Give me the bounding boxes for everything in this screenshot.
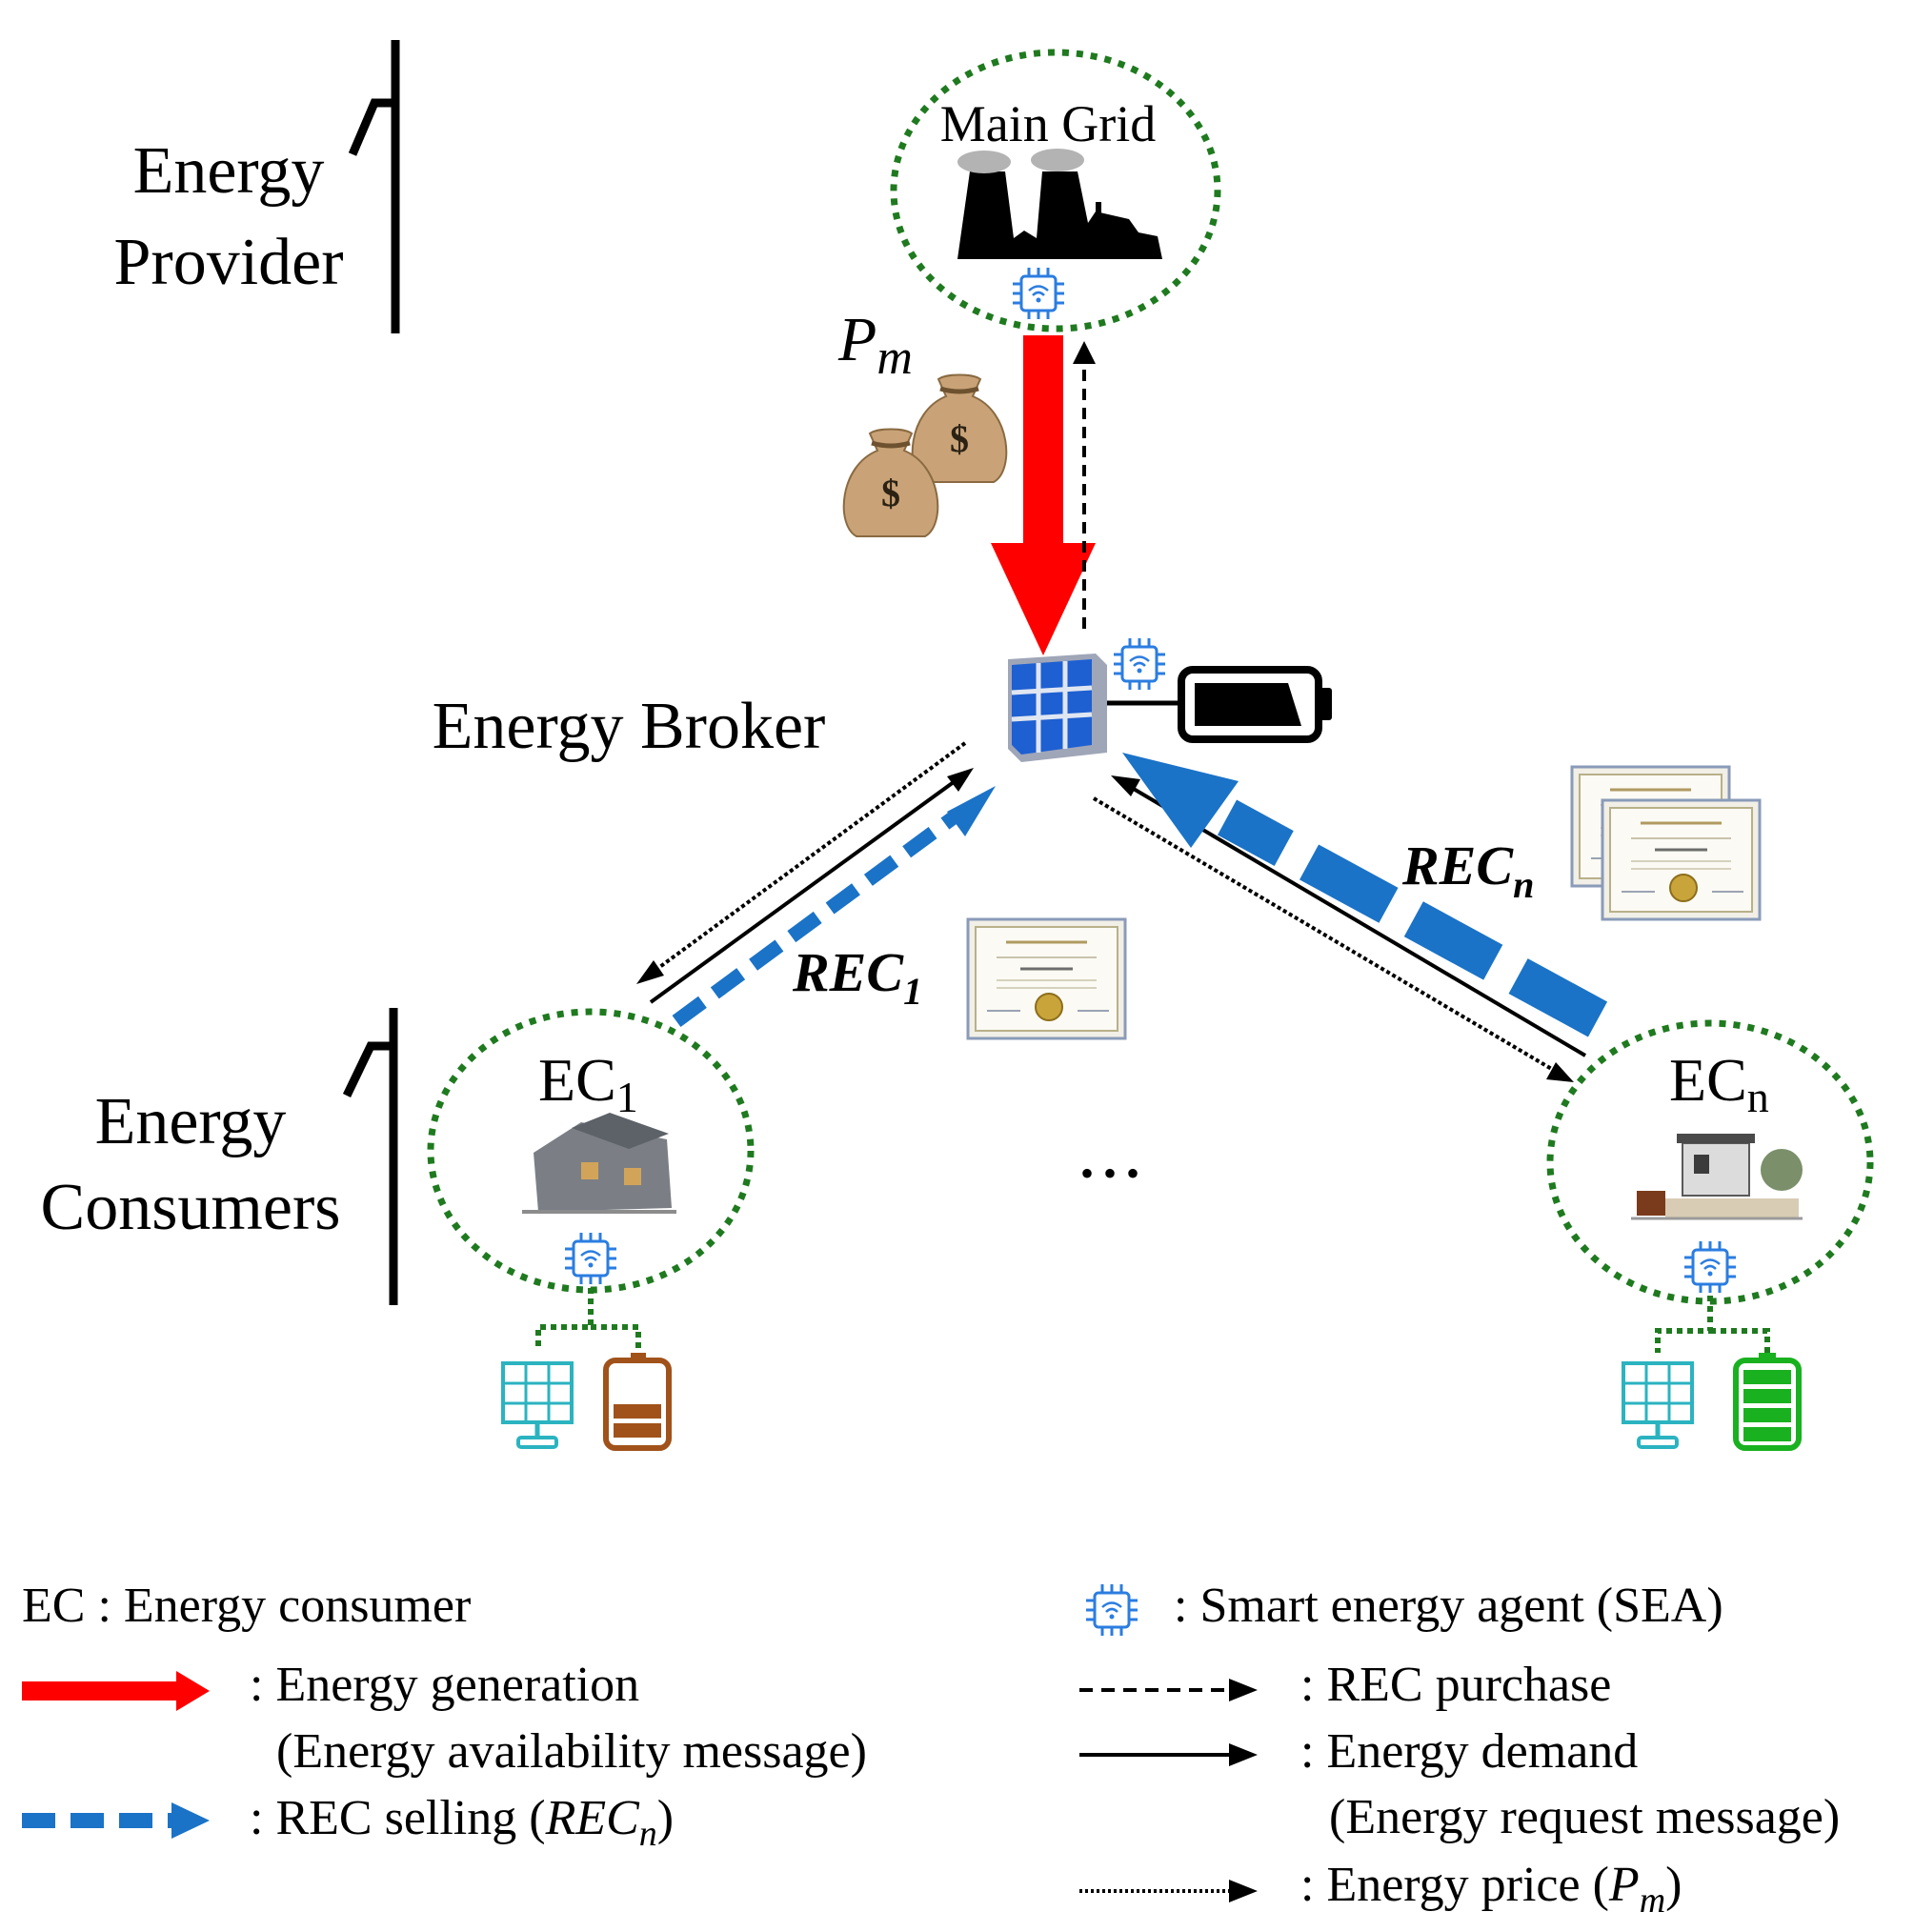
ec1-label: EC1 [538, 1046, 638, 1121]
battery-icon [603, 1353, 672, 1451]
rec-selling-arrow-ecn [1122, 753, 1608, 1037]
house-icon [1631, 1134, 1803, 1220]
house-icon [522, 1113, 676, 1214]
ecn-energy-price-arrow [1092, 796, 1574, 1082]
more-consumers-ellipsis: • • • [1080, 1152, 1139, 1195]
ec1-node: EC1 [427, 1008, 755, 1451]
building-icon [1008, 654, 1107, 762]
ecn-label: ECn [1669, 1046, 1769, 1121]
chip-icon [1682, 1239, 1738, 1295]
legend-generation-label: : Energy generation [250, 1658, 639, 1712]
tier-provider: Energy Provider [113, 40, 400, 333]
legend-demand-note: (Energy request message) [1329, 1790, 1840, 1844]
factory-icon [957, 149, 1162, 259]
chip-icon [1112, 636, 1167, 692]
legend-demand-label: : Energy demand [1300, 1724, 1638, 1779]
legend-price-label: : Energy price (Pm) [1300, 1858, 1682, 1921]
broker-label: Energy Broker [433, 690, 826, 763]
pm-flow-label: Pm [837, 305, 913, 385]
recn-flow-label: RECn [1401, 835, 1534, 906]
rec-purchase-arrow [1073, 341, 1096, 629]
certificate-icon [966, 917, 1127, 1040]
chip-icon [563, 1231, 618, 1286]
legend-rec-purchase-swatch [1079, 1679, 1258, 1701]
legend-generation-swatch [22, 1671, 210, 1711]
solar-panel-icon [503, 1363, 572, 1447]
ec1-energy-demand-arrow [649, 768, 974, 1004]
legend-demand-swatch [1079, 1743, 1258, 1766]
rec1-flow-label: REC1 [792, 941, 922, 1013]
tier-consumers-line1: Energy [95, 1085, 287, 1158]
tier-consumers: Energy Consumers [41, 1008, 398, 1305]
tier-provider-line1: Energy [133, 134, 325, 208]
certificate-icon [1601, 798, 1762, 921]
tier-consumers-line2: Consumers [41, 1171, 341, 1244]
battery-icon [1178, 666, 1332, 743]
tier-provider-line2: Provider [113, 226, 343, 299]
legend-rec-purchase-label: : REC purchase [1300, 1658, 1611, 1712]
main-grid-label: Main Grid [940, 95, 1156, 152]
energy-generation-arrow [991, 335, 1096, 655]
solar-panel-icon [1623, 1363, 1692, 1447]
broker-node: Energy Broker [433, 636, 1332, 763]
legend-generation-note: (Energy availability message) [276, 1724, 867, 1779]
legend-rec-selling-label: : REC selling (RECn) [250, 1791, 674, 1854]
legend-sea-label: : Smart energy agent (SEA) [1174, 1579, 1723, 1633]
chip-icon [1084, 1582, 1139, 1638]
legend-price-swatch [1079, 1880, 1258, 1902]
ec1-energy-price-arrow [636, 741, 967, 984]
main-grid-node: Main Grid [890, 49, 1221, 332]
rec-selling-arrow-ec1 [672, 786, 996, 1028]
legend-rec-selling-swatch [22, 1802, 210, 1839]
legend: EC : Energy consumer : Energy generation… [22, 1579, 1840, 1921]
legend-ec-definition: EC : Energy consumer [22, 1579, 471, 1633]
money-bag-icon [913, 375, 1007, 483]
chip-icon [1011, 266, 1066, 321]
ecn-node: ECn [1546, 1019, 1874, 1451]
battery-icon [1733, 1353, 1802, 1451]
